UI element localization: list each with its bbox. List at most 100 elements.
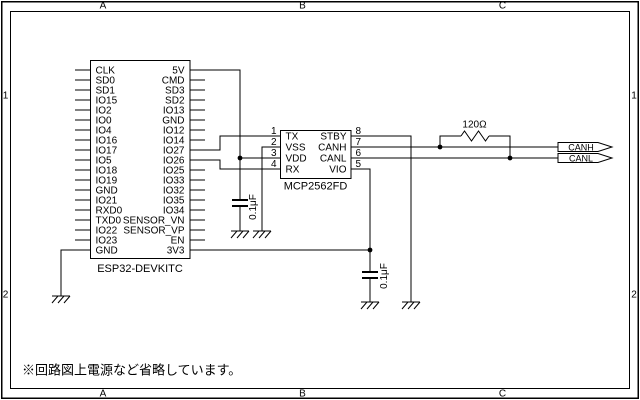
pin-label: VIO [329,165,346,176]
net-flag-label: CANH [568,143,594,153]
pin-label: 3V3 [167,246,185,257]
pin-label: IO33 [163,176,185,187]
pin-label: IO26 [163,156,185,167]
frame-col-label-top: C [499,1,506,12]
frame-inner-rect [10,11,630,389]
junction-dot [237,155,243,161]
schematic-note: ※回路図上電源など省略しています。 [22,363,241,378]
ground-icon [230,230,250,239]
pin-label: SD2 [165,96,185,107]
frame-row-label-left: 1 [3,91,9,102]
pin-label: CMD [162,76,185,87]
pin-label: SD1 [96,86,116,97]
pin-label: IO21 [96,196,118,207]
pin-number: 7 [356,137,362,148]
wire-io27-tx [205,135,280,151]
frame-col-label-top: A [100,1,107,12]
ground-icon [401,301,421,310]
esp32-component: CLK SD0 SD1 IO15 IO2 IO0 IO4 IO16 IO17 I… [75,60,205,275]
wire-vss [261,146,280,231]
resistor-value: 120Ω [462,120,487,131]
net-flag-shape [557,142,614,152]
pin-label: TXD0 [96,216,122,227]
pin-label: IO16 [96,136,118,147]
resistor-zigzag [460,130,490,142]
net-flag-shape [557,153,614,163]
net-flag-label: CANL [569,154,593,164]
pin-label: IO5 [96,156,113,167]
capacitor-2: 0.1μF [362,263,390,289]
pin-label: 5V [172,66,185,77]
frame-col-label-bottom: C [499,389,506,400]
wire-stby [351,135,412,302]
pin-label: IO14 [163,136,185,147]
pin-number: 3 [271,148,277,159]
pin-number: 5 [356,159,362,170]
pin-label: CLK [96,66,116,77]
pin-label: IO34 [163,206,185,217]
pin-label: IO22 [96,226,118,237]
pin-number: 2 [271,137,277,148]
pin-label: VSS [286,143,306,154]
capacitor-value: 0.1μF [379,263,390,289]
capacitor-1: 0.1μF [232,194,259,220]
component-name: ESP32-DEVKITC [97,263,183,275]
pin-label: IO18 [96,166,118,177]
wire-vio-3v3 [205,168,371,302]
pin-label: IO27 [163,146,185,157]
junction-dot [367,247,373,253]
pin-label: IO17 [96,146,118,157]
esp32-pin-stubs-right [190,69,205,251]
pin-label: SENSOR_VN [123,216,185,227]
pin-label: CANH [318,143,346,154]
pin-label: GND [96,246,118,257]
wire-gnd-left [60,249,75,296]
pin-label: VDD [286,154,307,165]
resistor-component: 120Ω [439,120,511,158]
mcp2562-body [280,130,352,179]
frame-col-label-bottom: B [299,389,306,400]
frame-row-label-right: 1 [631,91,637,102]
pin-label: EN [171,236,185,247]
pin-label: GND [96,186,118,197]
pin-label: RX [286,165,300,176]
capacitor-plates [362,271,378,279]
mcp2562-component: TX VSS VDD RX STBY CANH CANL VIO 1 2 3 4… [271,126,362,193]
net-flag-canl: CANL [557,153,614,164]
ground-icon [360,301,380,310]
pin-label: RXD0 [96,206,123,217]
junction-dots [237,144,513,253]
frame-col-label-top: B [299,1,306,12]
ground-icon [252,230,272,239]
ground-symbols [51,230,421,310]
pin-label: IO32 [163,186,185,197]
frame-row-label-right: 2 [631,290,637,301]
capacitor-value: 0.1μF [248,194,259,220]
pin-label: IO4 [96,126,113,137]
pin-label: IO19 [96,176,118,187]
pin-label: CANL [320,154,347,165]
pin-label: IO25 [163,166,185,177]
pin-label: TX [286,132,299,143]
ground-icon [51,295,71,304]
wires [60,69,558,302]
wire-io26-rx [205,159,280,170]
pin-label: SD3 [165,86,185,97]
pin-label: IO2 [96,106,113,117]
pin-label: IO12 [163,126,185,137]
pin-number: 8 [356,126,362,137]
pin-label: SENSOR_VP [123,226,184,237]
component-name: MCP2562FD [284,181,348,193]
pin-label: IO13 [163,106,185,117]
pin-label: SD0 [96,76,116,87]
frame-row-label-left: 2 [3,290,9,301]
pin-label: IO23 [96,236,118,247]
pin-number: 1 [271,126,277,137]
pin-label: IO0 [96,116,113,127]
pin-label: IO35 [163,196,185,207]
pin-label: STBY [320,132,346,143]
